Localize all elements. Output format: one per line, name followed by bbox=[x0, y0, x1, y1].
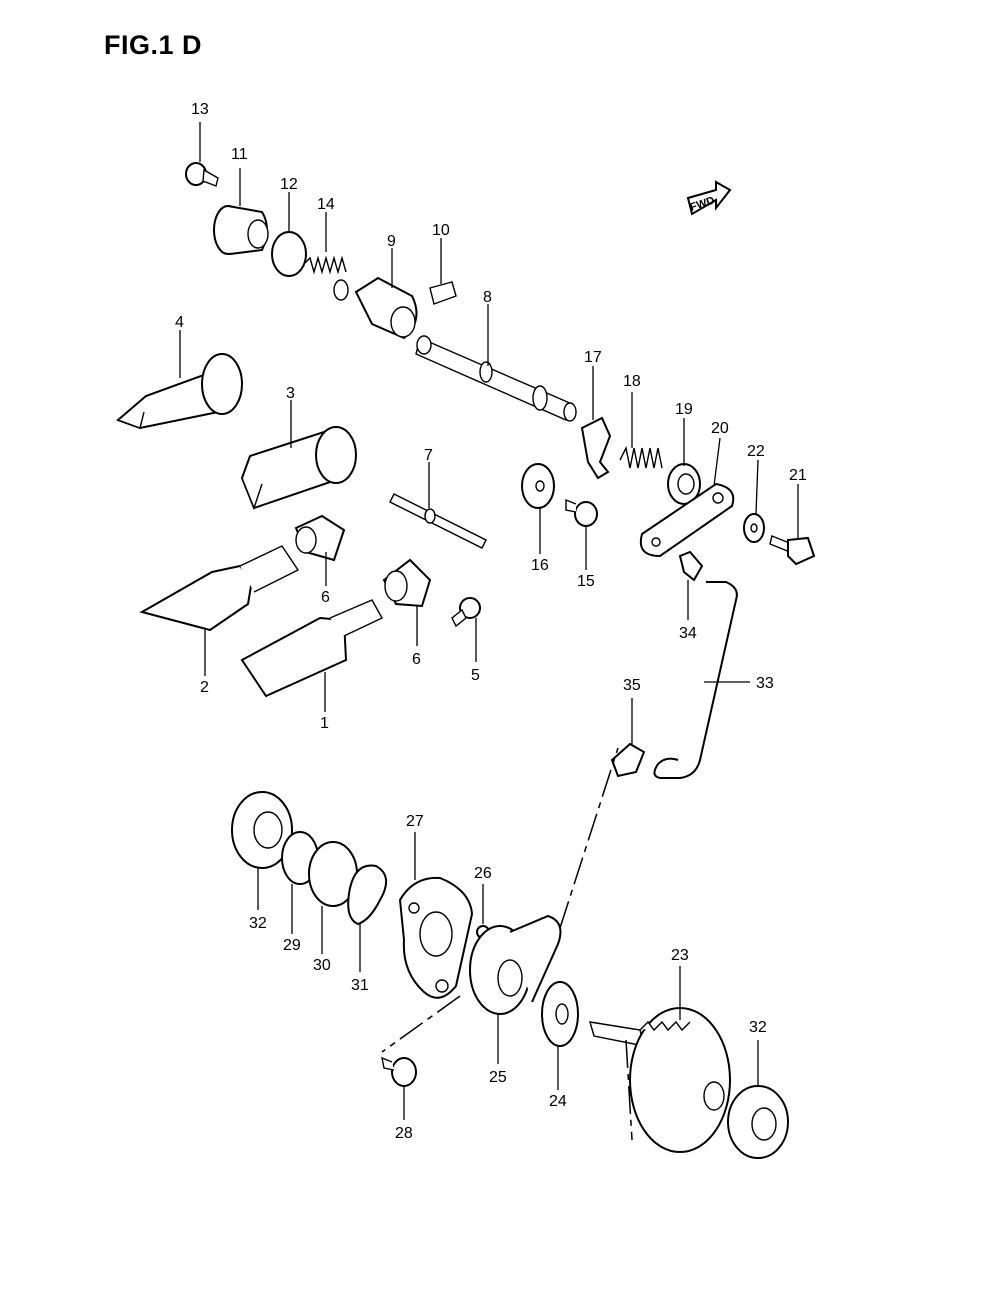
part-34-clip bbox=[678, 550, 704, 582]
part-15-screw bbox=[565, 498, 598, 527]
part-3-exhaust-valve bbox=[240, 426, 357, 511]
part-13-screw bbox=[185, 162, 219, 187]
assembly-line-cable bbox=[559, 747, 619, 929]
part-33-rod bbox=[653, 581, 738, 779]
part-9-holder bbox=[354, 276, 418, 340]
callout-19: 19 bbox=[675, 401, 693, 418]
callout-30: 30 bbox=[313, 957, 331, 974]
part-12-o-ring bbox=[271, 231, 307, 277]
assembly-line-gear bbox=[625, 1039, 633, 1141]
part-5-screw bbox=[451, 597, 481, 628]
callout-24: 24 bbox=[549, 1093, 567, 1110]
part-7-pin bbox=[389, 493, 487, 549]
callout-7: 7 bbox=[424, 447, 433, 464]
callout-34: 34 bbox=[679, 625, 697, 642]
part-11-collar bbox=[213, 205, 269, 255]
part-17-lever bbox=[580, 416, 612, 480]
callout-25: 25 bbox=[489, 1069, 507, 1086]
part-14-spring bbox=[303, 255, 349, 301]
part-8-shaft bbox=[415, 335, 577, 422]
callout-33: 33 bbox=[756, 675, 774, 692]
leader-lines bbox=[179, 122, 799, 1120]
part-6-bushing-upper bbox=[294, 514, 346, 562]
callout-29: 29 bbox=[283, 937, 301, 954]
callout-15: 15 bbox=[577, 573, 595, 590]
part-10-set-screw bbox=[429, 281, 457, 305]
callout-20: 20 bbox=[711, 420, 729, 437]
part-31-gasket bbox=[347, 864, 387, 926]
part-28-screw bbox=[381, 1056, 417, 1087]
callout-26: 26 bbox=[474, 865, 492, 882]
callout-35: 35 bbox=[623, 677, 641, 694]
callout-10: 10 bbox=[432, 222, 450, 239]
part-4-exhaust-valve bbox=[116, 353, 243, 430]
callout-32-left: 32 bbox=[249, 915, 267, 932]
callout-27: 27 bbox=[406, 813, 424, 830]
part-21-bolt bbox=[769, 535, 816, 566]
callout-21: 21 bbox=[789, 467, 807, 484]
part-32-bearing-left bbox=[231, 791, 293, 869]
part-22-washer bbox=[743, 513, 765, 543]
callout-4: 4 bbox=[175, 314, 184, 331]
callout-32-right: 32 bbox=[749, 1019, 767, 1036]
callout-22: 22 bbox=[747, 443, 765, 460]
part-2-valve-blade bbox=[139, 545, 300, 632]
part-16-washer bbox=[521, 463, 555, 509]
part-1-valve-blade bbox=[240, 599, 383, 698]
part-32-bearing-right bbox=[727, 1085, 789, 1159]
callout-23: 23 bbox=[671, 947, 689, 964]
part-6-bushing-lower bbox=[382, 558, 432, 608]
part-35-clip bbox=[610, 742, 646, 778]
callout-6-upper: 6 bbox=[321, 589, 330, 606]
callout-1: 1 bbox=[320, 715, 329, 732]
figure-title: FIG.1 D bbox=[104, 30, 203, 60]
part-25-pulley bbox=[469, 914, 562, 1015]
callout-31: 31 bbox=[351, 977, 369, 994]
assembly-line-screw bbox=[381, 995, 461, 1053]
callout-8: 8 bbox=[483, 289, 492, 306]
part-18-spring bbox=[619, 445, 663, 469]
callout-5: 5 bbox=[471, 667, 480, 684]
part-23-gear bbox=[589, 1007, 731, 1153]
part-20-lever-plate bbox=[639, 482, 735, 558]
callout-12: 12 bbox=[280, 176, 298, 193]
forward-direction-arrow-icon: FWD bbox=[686, 180, 732, 216]
callout-13: 13 bbox=[191, 101, 209, 118]
part-27-plate bbox=[398, 876, 474, 999]
callout-17: 17 bbox=[584, 349, 602, 366]
callout-28: 28 bbox=[395, 1125, 413, 1142]
callout-11: 11 bbox=[231, 146, 248, 163]
callout-14: 14 bbox=[317, 196, 335, 213]
part-24-washer bbox=[541, 981, 579, 1047]
callout-2: 2 bbox=[200, 679, 209, 696]
callout-3: 3 bbox=[286, 385, 295, 402]
callout-16: 16 bbox=[531, 557, 549, 574]
callout-9: 9 bbox=[387, 233, 396, 250]
callout-6-lower: 6 bbox=[412, 651, 421, 668]
callout-18: 18 bbox=[623, 373, 641, 390]
